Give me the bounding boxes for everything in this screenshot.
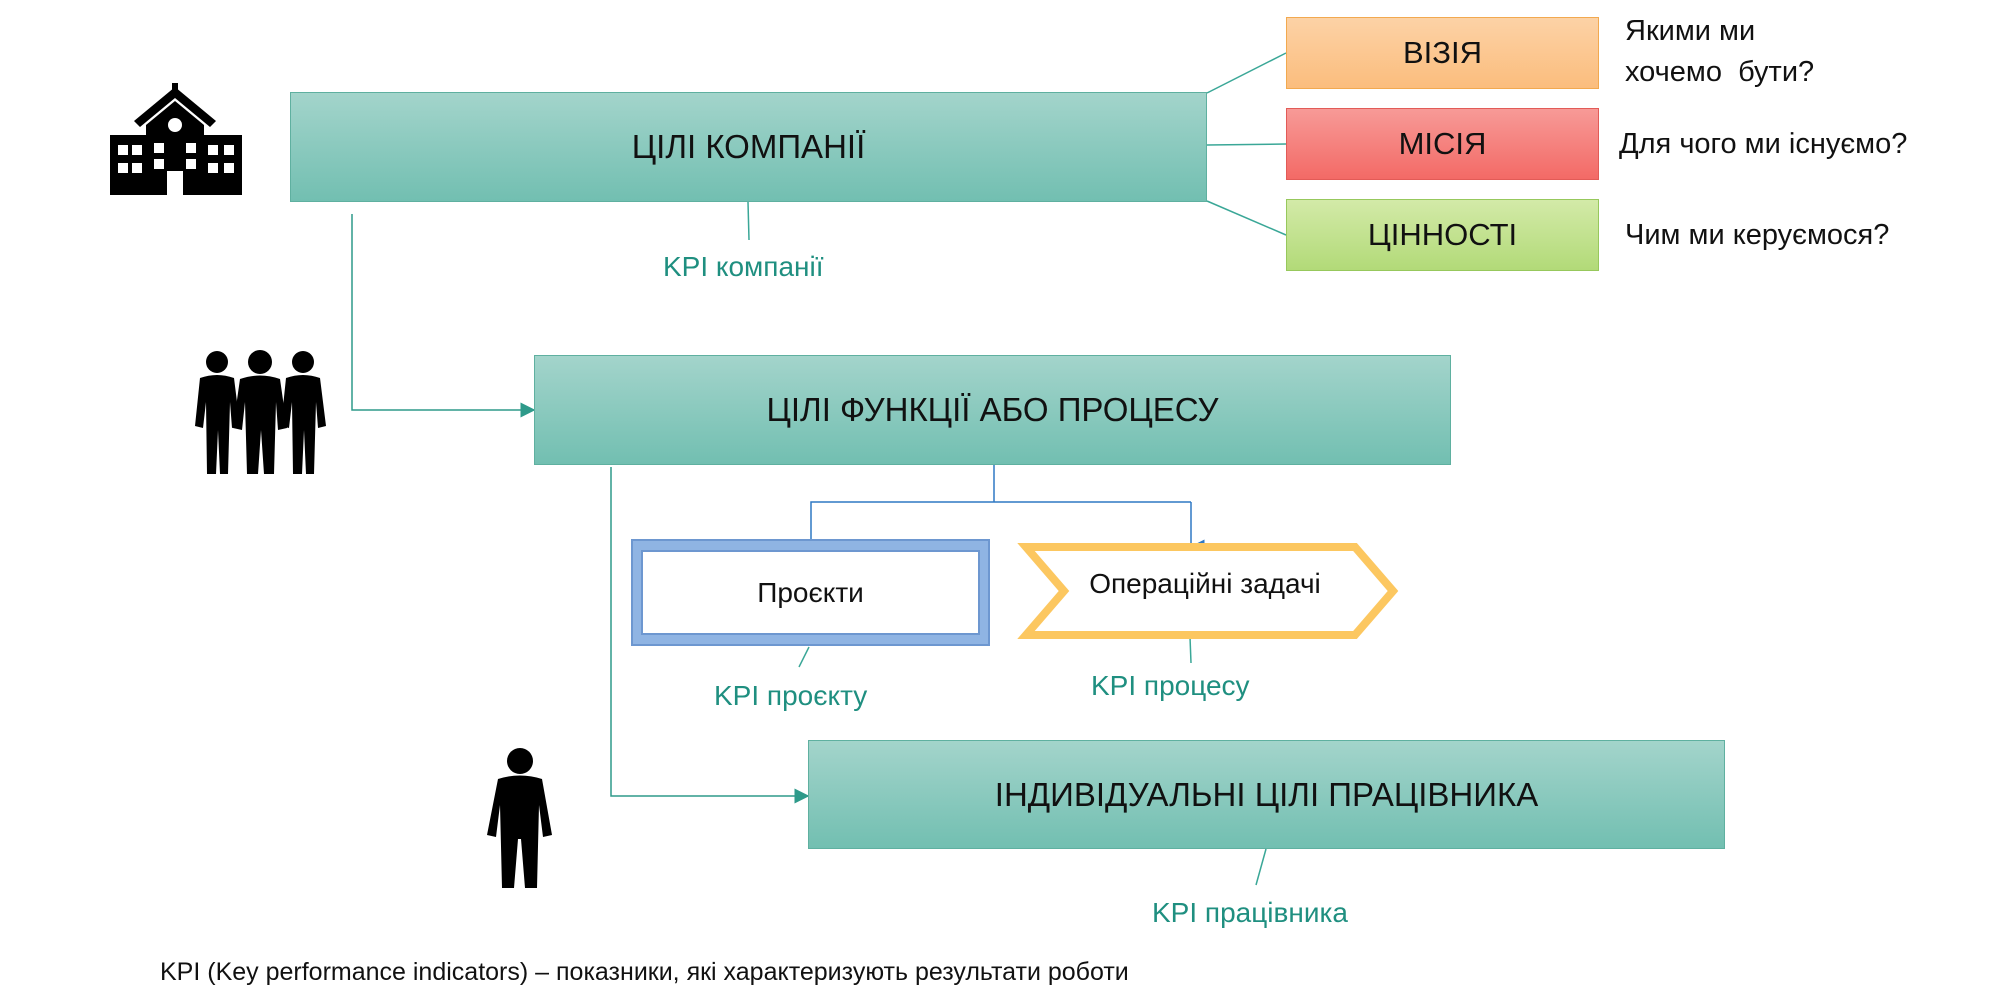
individual-goals-label: ІНДИВІДУАЛЬНІ ЦІЛІ ПРАЦІВНИКА bbox=[994, 775, 1539, 813]
person-icon bbox=[487, 748, 552, 888]
kpi-company: KPI компанії bbox=[663, 251, 824, 282]
vision-question-line2: хочемо бути? bbox=[1625, 56, 1815, 88]
kpi-project: KPI проєкту bbox=[714, 680, 868, 711]
connector-values bbox=[1206, 200, 1287, 236]
values-box: ЦІННОСТІ bbox=[1286, 199, 1599, 271]
company-goals-label: ЦІЛІ КОМПАНІЇ bbox=[631, 128, 866, 165]
projects-box: Проєкти bbox=[641, 550, 980, 635]
kpi-project-leader bbox=[798, 646, 810, 668]
function-goals-box: ЦІЛІ ФУНКЦІЇ АБО ПРОЦЕСУ bbox=[534, 355, 1451, 465]
projects-label: Проєкти bbox=[757, 576, 864, 608]
arrow-function-to-individual bbox=[610, 467, 810, 804]
values-question: Чим ми керуємося? bbox=[1625, 219, 1890, 251]
vision-label: ВІЗІЯ bbox=[1402, 35, 1482, 70]
vision-question-line1: Якими ми bbox=[1625, 15, 1756, 47]
arrow-company-to-function bbox=[351, 214, 536, 418]
kpi-employee: KPI працівника bbox=[1152, 897, 1348, 928]
operations-chevron bbox=[1017, 543, 1399, 639]
kpi-process: KPI процесу bbox=[1091, 670, 1250, 701]
values-label: ЦІННОСТІ bbox=[1367, 217, 1518, 252]
kpi-employee-leader bbox=[1255, 848, 1267, 886]
mission-box: МІСІЯ bbox=[1286, 108, 1599, 180]
connector-mission bbox=[1206, 143, 1287, 146]
mission-question: Для чого ми існуємо? bbox=[1619, 128, 1908, 160]
vision-box: ВІЗІЯ bbox=[1286, 17, 1599, 89]
kpi-company-leader bbox=[747, 201, 750, 241]
company-goals-box: ЦІЛІ КОМПАНІЇ bbox=[290, 92, 1207, 202]
branch-to-projects bbox=[810, 501, 1191, 539]
vision-question: Якими ми хочемо бути? bbox=[1625, 11, 1814, 93]
connector-vision bbox=[1206, 52, 1287, 94]
kpi-process-leader bbox=[1189, 636, 1192, 664]
footnote: KPI (Key performance indicators) – показ… bbox=[160, 958, 1129, 986]
group-icon bbox=[195, 350, 326, 474]
individual-goals-box: ІНДИВІДУАЛЬНІ ЦІЛІ ПРАЦІВНИКА bbox=[808, 740, 1725, 849]
building-icon bbox=[110, 83, 242, 195]
mission-label: МІСІЯ bbox=[1398, 126, 1487, 161]
function-goals-label: ЦІЛІ ФУНКЦІЇ АБО ПРОЦЕСУ bbox=[766, 391, 1219, 428]
operations-label: Операційні задачі bbox=[1089, 568, 1321, 599]
